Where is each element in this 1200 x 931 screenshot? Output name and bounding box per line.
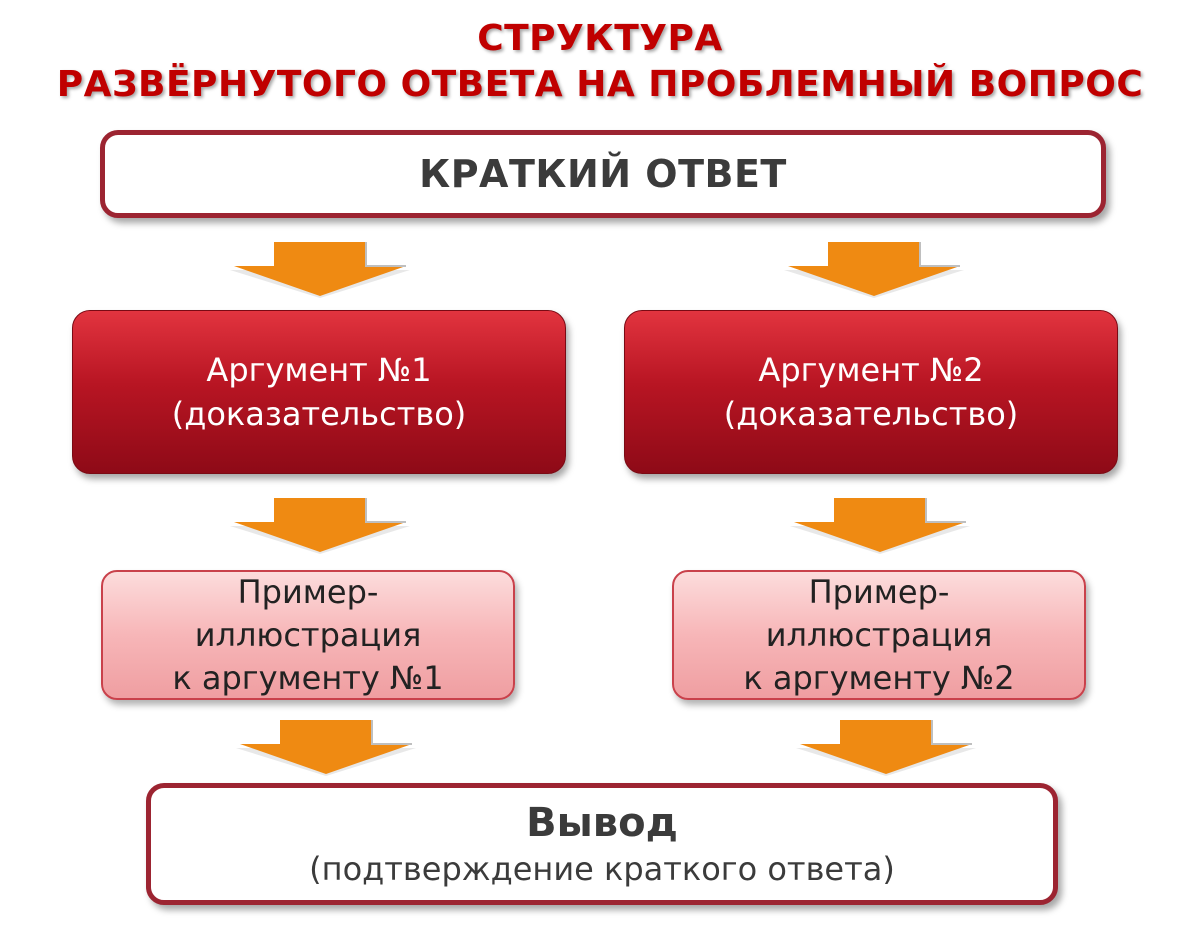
- arrow-down-icon: [236, 720, 416, 776]
- conclusion-subtitle: (подтверждение краткого ответа): [309, 850, 895, 888]
- argument-2-box: Аргумент №2 (доказательство): [624, 310, 1118, 474]
- example-1-line-1: Пример-: [237, 572, 379, 611]
- example-2-line-2: иллюстрация: [765, 615, 993, 654]
- example-2-box: Пример- иллюстрация к аргументу №2: [672, 570, 1086, 700]
- arrow-down-icon: [230, 498, 410, 554]
- short-answer-label: КРАТКИЙ ОТВЕТ: [419, 152, 787, 196]
- argument-1-box: Аргумент №1 (доказательство): [72, 310, 566, 474]
- arrow-down-icon: [784, 242, 964, 298]
- conclusion-title: Вывод: [526, 800, 678, 846]
- conclusion-box: Вывод (подтверждение краткого ответа): [146, 783, 1058, 905]
- argument-1-subtitle: (доказательство): [171, 395, 467, 433]
- diagram-title-line-2: РАЗВЁРНУТОГО ОТВЕТА НА ПРОБЛЕМНЫЙ ВОПРОС: [56, 64, 1144, 105]
- example-2-line-3: к аргументу №2: [743, 658, 1015, 697]
- example-1-line-3: к аргументу №1: [172, 658, 444, 697]
- example-1-box: Пример- иллюстрация к аргументу №1: [101, 570, 515, 700]
- arrow-down-icon: [790, 498, 970, 554]
- diagram-title-line-1: СТРУКТУРА: [477, 18, 723, 59]
- example-2-line-1: Пример-: [808, 572, 950, 611]
- example-1-line-2: иллюстрация: [194, 615, 422, 654]
- arrow-down-icon: [230, 242, 410, 298]
- short-answer-box: КРАТКИЙ ОТВЕТ: [100, 130, 1106, 218]
- arrow-down-icon: [796, 720, 976, 776]
- argument-2-title: Аргумент №2: [758, 351, 984, 389]
- argument-2-subtitle: (доказательство): [723, 395, 1019, 433]
- argument-1-title: Аргумент №1: [206, 351, 432, 389]
